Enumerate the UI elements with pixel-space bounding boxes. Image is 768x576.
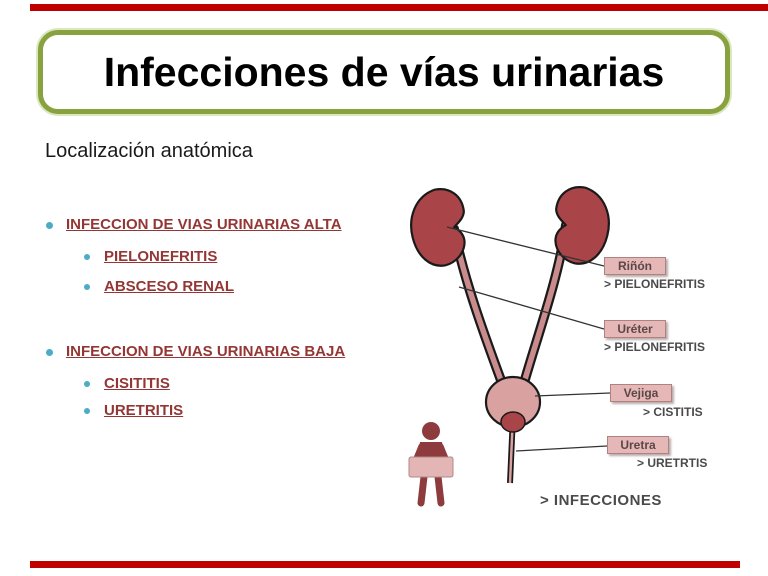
list-item: INFECCION DE VIAS URINARIAS ALTA [46,216,342,233]
pointer-lines [446,226,611,452]
kidney-left-icon [410,188,466,267]
diagram-label-ureter: Uréter [604,320,666,338]
diagram-footer-note: > INFECCIONES [540,492,662,509]
title-box: Infecciones de vías urinarias [38,30,730,114]
list-item: PIELONEFRITIS [84,248,217,265]
diagram-label-vejiga: Vejiga [610,384,672,402]
bullet-icon [46,222,53,229]
anatomy-svg [408,186,611,507]
bullet-icon [84,381,90,387]
human-figure-icon [408,422,454,507]
diagram-label-rinon: Riñón [604,257,666,275]
list-item-label: CISITITIS [104,375,170,392]
slide-subtitle: Localización anatómica [45,140,253,162]
diagram-note-pielonefritis-2: > PIELONEFRITIS [604,340,706,354]
diagram-label-text: Riñón [618,259,652,273]
diagram-label-text: Uretra [620,438,656,452]
diagram-label-text: Vejiga [623,386,659,400]
bullet-icon [46,349,53,356]
list-item-label: ABSCESO RENAL [104,278,235,295]
bullet-icon [84,254,90,260]
bullet-icon [84,284,90,290]
list-item: ABSCESO RENAL [84,278,234,295]
list-item-label: INFECCION DE VIAS URINARIAS BAJA [66,343,346,360]
kidney-right-icon [554,186,610,265]
anatomy-diagram: Riñón > PIELONEFRITIS Uréter > PIELONEFR… [385,165,768,540]
diagram-label-text: Uréter [617,322,653,336]
diagram-note-uretritis: > URETRTIS [637,456,708,470]
bullet-icon [84,408,90,414]
diagram-note-pielonefritis-1: > PIELONEFRITIS [604,277,706,291]
list-item: CISITITIS [84,375,170,392]
list-item-label: URETRITIS [104,402,184,419]
diagram-label-uretra: Uretra [607,436,669,454]
list-item: URETRITIS [84,402,183,419]
list-item-label: PIELONEFRITIS [104,248,218,265]
list-item-label: INFECCION DE VIAS URINARIAS ALTA [66,216,342,233]
bullet-list: INFECCION DE VIAS URINARIAS ALTA PIELONE… [46,216,406,436]
diagram-note-cistitis: > CISTITIS [643,405,703,419]
bladder-icon [484,375,542,433]
slide-title: Infecciones de vías urinarias [103,48,665,95]
bottom-red-bar [30,561,740,568]
top-red-bar [30,4,768,11]
list-item: INFECCION DE VIAS URINARIAS BAJA [46,343,345,360]
